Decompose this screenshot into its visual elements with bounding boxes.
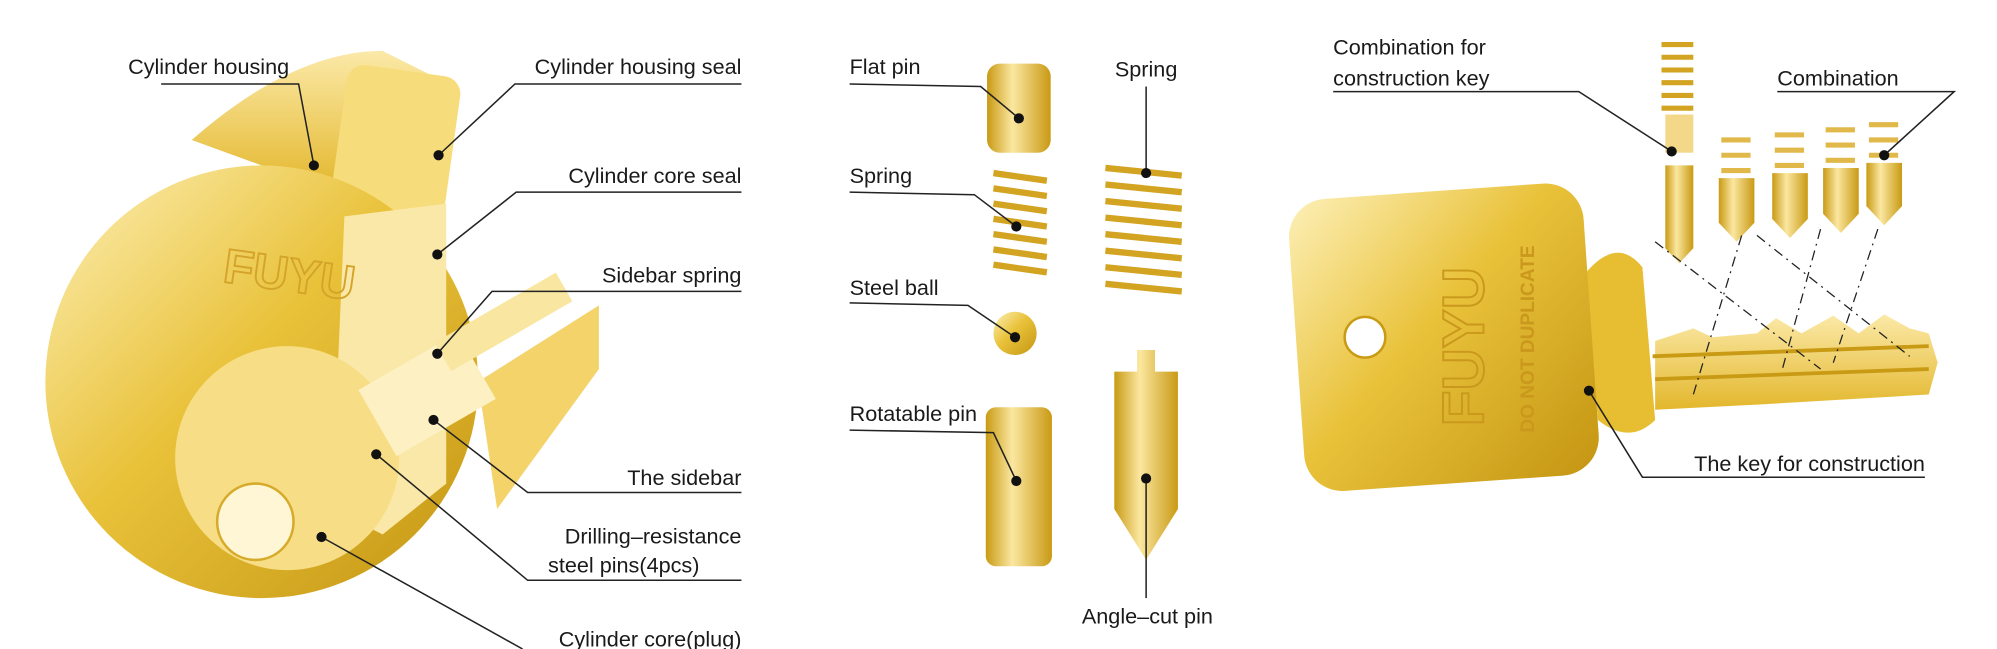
key-blade bbox=[1655, 314, 1938, 410]
pins-illustration bbox=[985, 63, 1183, 567]
leader-cylinder-housing bbox=[161, 83, 315, 166]
key-logo: FUYU bbox=[1431, 267, 1496, 426]
label-sidebar-spring: Sidebar spring bbox=[602, 263, 741, 288]
label-drilling-resistance: Drilling–resistance bbox=[565, 523, 742, 548]
rotatable-pin bbox=[985, 407, 1052, 567]
leader-sidebar bbox=[433, 419, 742, 494]
marker-dot bbox=[432, 348, 443, 359]
marker-dot bbox=[1013, 113, 1024, 124]
key-illustration: FUYU DO NOT DUPLICATE bbox=[1288, 41, 1938, 491]
leader-steel-pins bbox=[375, 453, 742, 582]
label-spring-left: Spring bbox=[850, 163, 913, 188]
construction-driver bbox=[1665, 114, 1694, 153]
leader-cylinder-core bbox=[321, 536, 523, 649]
label-angle-cut-pin: Angle–cut pin bbox=[1082, 604, 1213, 629]
marker-dot bbox=[1011, 221, 1022, 232]
cylinder-illustration: FUYU bbox=[45, 50, 599, 599]
marker-dot bbox=[1666, 146, 1677, 157]
marker-dot bbox=[433, 150, 444, 161]
label-construction-key: construction key bbox=[1333, 65, 1489, 90]
marker-dot bbox=[1879, 150, 1890, 161]
marker-dot bbox=[1141, 167, 1152, 179]
marker-dot bbox=[428, 414, 439, 426]
key-head bbox=[1288, 183, 1599, 491]
label-cylinder-housing-seal: Cylinder housing seal bbox=[535, 54, 742, 79]
label-sidebar: The sidebar bbox=[627, 465, 741, 490]
label-cylinder-core: Cylinder core(plug) bbox=[559, 626, 742, 649]
marker-dot bbox=[1583, 385, 1595, 396]
marker-dot bbox=[316, 531, 327, 543]
leader-cylinder-housing-seal bbox=[438, 83, 742, 156]
leader-sidebar-spring bbox=[436, 290, 742, 355]
marker-dot bbox=[1009, 332, 1021, 343]
construction-spring bbox=[1661, 41, 1694, 111]
spring-right bbox=[1105, 164, 1183, 295]
label-combination: Combination bbox=[1777, 65, 1898, 90]
flat-pin bbox=[987, 63, 1051, 153]
label-cylinder-housing: Cylinder housing bbox=[128, 54, 289, 79]
label-key-for-construction: The key for construction bbox=[1694, 451, 1925, 476]
construction-pin bbox=[1665, 165, 1694, 264]
key-engraving: DO NOT DUPLICATE bbox=[1518, 245, 1539, 432]
leader-key-for-construction bbox=[1588, 390, 1925, 478]
marker-dot bbox=[308, 160, 319, 171]
combination-pins bbox=[1718, 122, 1903, 242]
spring-left bbox=[992, 169, 1048, 276]
label-steel-pins: steel pins(4pcs) bbox=[548, 553, 699, 578]
leader-steel-ball bbox=[849, 302, 1016, 338]
marker-dot bbox=[432, 249, 443, 260]
leader-rotatable-pin bbox=[849, 429, 1018, 482]
leader-construction-combination bbox=[1333, 90, 1673, 153]
label-spring-right: Spring bbox=[1115, 56, 1178, 81]
label-cylinder-core-seal: Cylinder core seal bbox=[568, 163, 741, 188]
key-hole bbox=[1343, 315, 1387, 359]
label-rotatable-pin: Rotatable pin bbox=[850, 401, 977, 426]
marker-dot bbox=[1141, 473, 1152, 484]
leader-flat-pin bbox=[849, 83, 1020, 119]
leader-cylinder-core-seal bbox=[436, 191, 742, 256]
marker-dot bbox=[1011, 475, 1022, 487]
marker-dot bbox=[371, 449, 382, 460]
leader-combination bbox=[1777, 90, 1957, 156]
leader-spring-left bbox=[849, 191, 1017, 228]
label-steel-ball: Steel ball bbox=[850, 275, 939, 300]
label-flat-pin: Flat pin bbox=[850, 54, 921, 79]
alignment-dashed-lines bbox=[1654, 228, 1911, 395]
angle-cut-pin bbox=[1114, 349, 1178, 560]
label-combination-for: Combination for bbox=[1333, 35, 1486, 60]
